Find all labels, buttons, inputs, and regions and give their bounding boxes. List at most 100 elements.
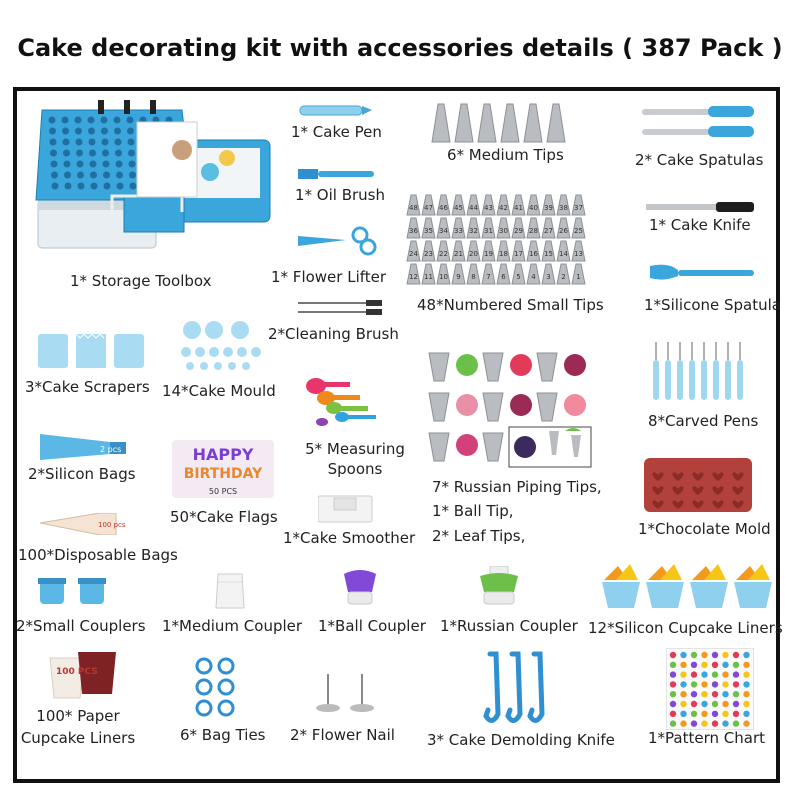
storage-toolbox-image bbox=[32, 100, 277, 250]
tip-number: 35 bbox=[424, 227, 433, 235]
numbered-tip bbox=[511, 263, 526, 285]
tip-number: 21 bbox=[454, 250, 463, 258]
numbered-tip bbox=[541, 194, 556, 216]
tip-number: 19 bbox=[484, 250, 493, 258]
cake-knife-label: 1* Cake Knife bbox=[649, 216, 751, 234]
numbered-tip bbox=[541, 217, 556, 239]
paper-liners-label-line1: 100* Paper bbox=[36, 707, 120, 725]
russian-tip bbox=[428, 392, 450, 422]
numbered-tip bbox=[451, 240, 466, 262]
pattern-dot bbox=[669, 671, 677, 678]
pattern-dot bbox=[743, 720, 750, 727]
pattern-dot bbox=[669, 720, 677, 727]
numbered-tip bbox=[451, 217, 466, 239]
heart-cavity bbox=[692, 472, 704, 481]
flag-birthday-text: BIRTHDAY bbox=[184, 466, 263, 482]
ball-tip-label: 1* Ball Tip, bbox=[432, 502, 514, 520]
tip-number: 10 bbox=[439, 273, 448, 281]
tip-number: 14 bbox=[559, 250, 568, 258]
piped-flower bbox=[456, 434, 478, 456]
ball-coupler-label: 1*Ball Coupler bbox=[318, 617, 426, 635]
flower-nail-image bbox=[310, 670, 380, 716]
tip-number: 17 bbox=[514, 250, 523, 258]
numbered-tip bbox=[541, 263, 556, 285]
pattern-dot bbox=[701, 661, 708, 668]
pattern-dot bbox=[701, 691, 708, 698]
numbered-tip bbox=[421, 217, 436, 239]
medium-tips-label: 6* Medium Tips bbox=[447, 146, 564, 164]
tip-number: 22 bbox=[439, 250, 448, 258]
pattern-dot bbox=[743, 710, 750, 717]
flower-lifter-label: 1* Flower Lifter bbox=[271, 268, 387, 286]
disposable-bags-image: 100 pcs bbox=[40, 513, 130, 535]
tip-number: 43 bbox=[484, 204, 493, 212]
numbered-tip bbox=[451, 194, 466, 216]
carved-pens-image bbox=[650, 338, 750, 403]
piped-flower bbox=[564, 354, 586, 376]
pattern-dot bbox=[669, 710, 677, 717]
pattern-dot bbox=[722, 691, 729, 698]
numbered-tip bbox=[556, 194, 571, 216]
oil-brush-image bbox=[298, 165, 378, 183]
paper-liners-label-line2: Cupcake Liners bbox=[20, 729, 136, 747]
oil-brush-label: 1* Oil Brush bbox=[295, 186, 386, 204]
demolding-knife-label: 3* Cake Demolding Knife bbox=[427, 731, 615, 749]
tip-number: 40 bbox=[529, 204, 538, 212]
carved-pen bbox=[725, 360, 731, 400]
cake-scrapers-label: 3*Cake Scrapers bbox=[25, 378, 150, 396]
tip-number: 20 bbox=[469, 250, 478, 258]
heart-cavity bbox=[652, 500, 664, 509]
numbered-tip bbox=[436, 263, 451, 285]
tip-number: 3 bbox=[546, 273, 550, 281]
pattern-dot bbox=[680, 661, 687, 668]
cupcake-liner bbox=[646, 582, 684, 608]
pattern-dot bbox=[722, 710, 729, 717]
pattern-dot bbox=[711, 691, 719, 698]
cake-smoother-image bbox=[318, 494, 374, 524]
silicon-bags-label: 2*Silicon Bags bbox=[28, 465, 136, 483]
numbered-tip bbox=[556, 263, 571, 285]
numbered-tip bbox=[496, 240, 511, 262]
pattern-dot bbox=[743, 691, 750, 698]
tip-number: 47 bbox=[424, 204, 433, 212]
pattern-dot bbox=[711, 681, 719, 688]
liner-count-text: 100 PCS bbox=[56, 667, 98, 677]
pattern-chart-image bbox=[666, 648, 754, 730]
carved-pen bbox=[713, 360, 719, 400]
medium-tip bbox=[431, 103, 451, 143]
numbered-tip bbox=[466, 217, 481, 239]
flower-nail-label: 2* Flower Nail bbox=[290, 726, 395, 744]
heart-cavity bbox=[712, 486, 724, 495]
pattern-dot bbox=[701, 720, 708, 727]
numbered-tip bbox=[511, 194, 526, 216]
carved-pen bbox=[653, 360, 659, 400]
pattern-dot bbox=[743, 681, 750, 688]
bag-tie bbox=[195, 678, 213, 696]
measuring-spoons-label-line2: Spoons bbox=[327, 460, 383, 478]
pattern-dot bbox=[743, 700, 750, 708]
cleaning-brush-label: 2*Cleaning Brush bbox=[268, 325, 399, 343]
tip-number: 37 bbox=[574, 204, 583, 212]
numbered-tip bbox=[406, 263, 421, 285]
pattern-dot bbox=[711, 720, 719, 727]
pattern-dot bbox=[680, 651, 687, 659]
heart-cavity bbox=[672, 500, 684, 509]
pattern-dot bbox=[711, 710, 719, 717]
cake-scrapers-image bbox=[38, 330, 148, 370]
numbered-tip bbox=[511, 217, 526, 239]
numbered-tip bbox=[421, 263, 436, 285]
bag-tie bbox=[217, 678, 235, 696]
heart-cavity bbox=[672, 486, 684, 495]
heart-cavity bbox=[712, 472, 724, 481]
tip-number: 9 bbox=[456, 273, 460, 281]
numbered-tip bbox=[571, 194, 586, 216]
silicon-cupcake-liners-image bbox=[598, 560, 778, 612]
tip-number: 27 bbox=[544, 227, 553, 235]
numbered-tip bbox=[526, 194, 541, 216]
tip-number: 15 bbox=[544, 250, 553, 258]
pattern-dot bbox=[690, 671, 698, 678]
pattern-dot bbox=[690, 710, 698, 717]
ball-coupler-image bbox=[340, 566, 380, 608]
tip-number: 38 bbox=[559, 204, 568, 212]
pattern-dot bbox=[669, 700, 677, 708]
